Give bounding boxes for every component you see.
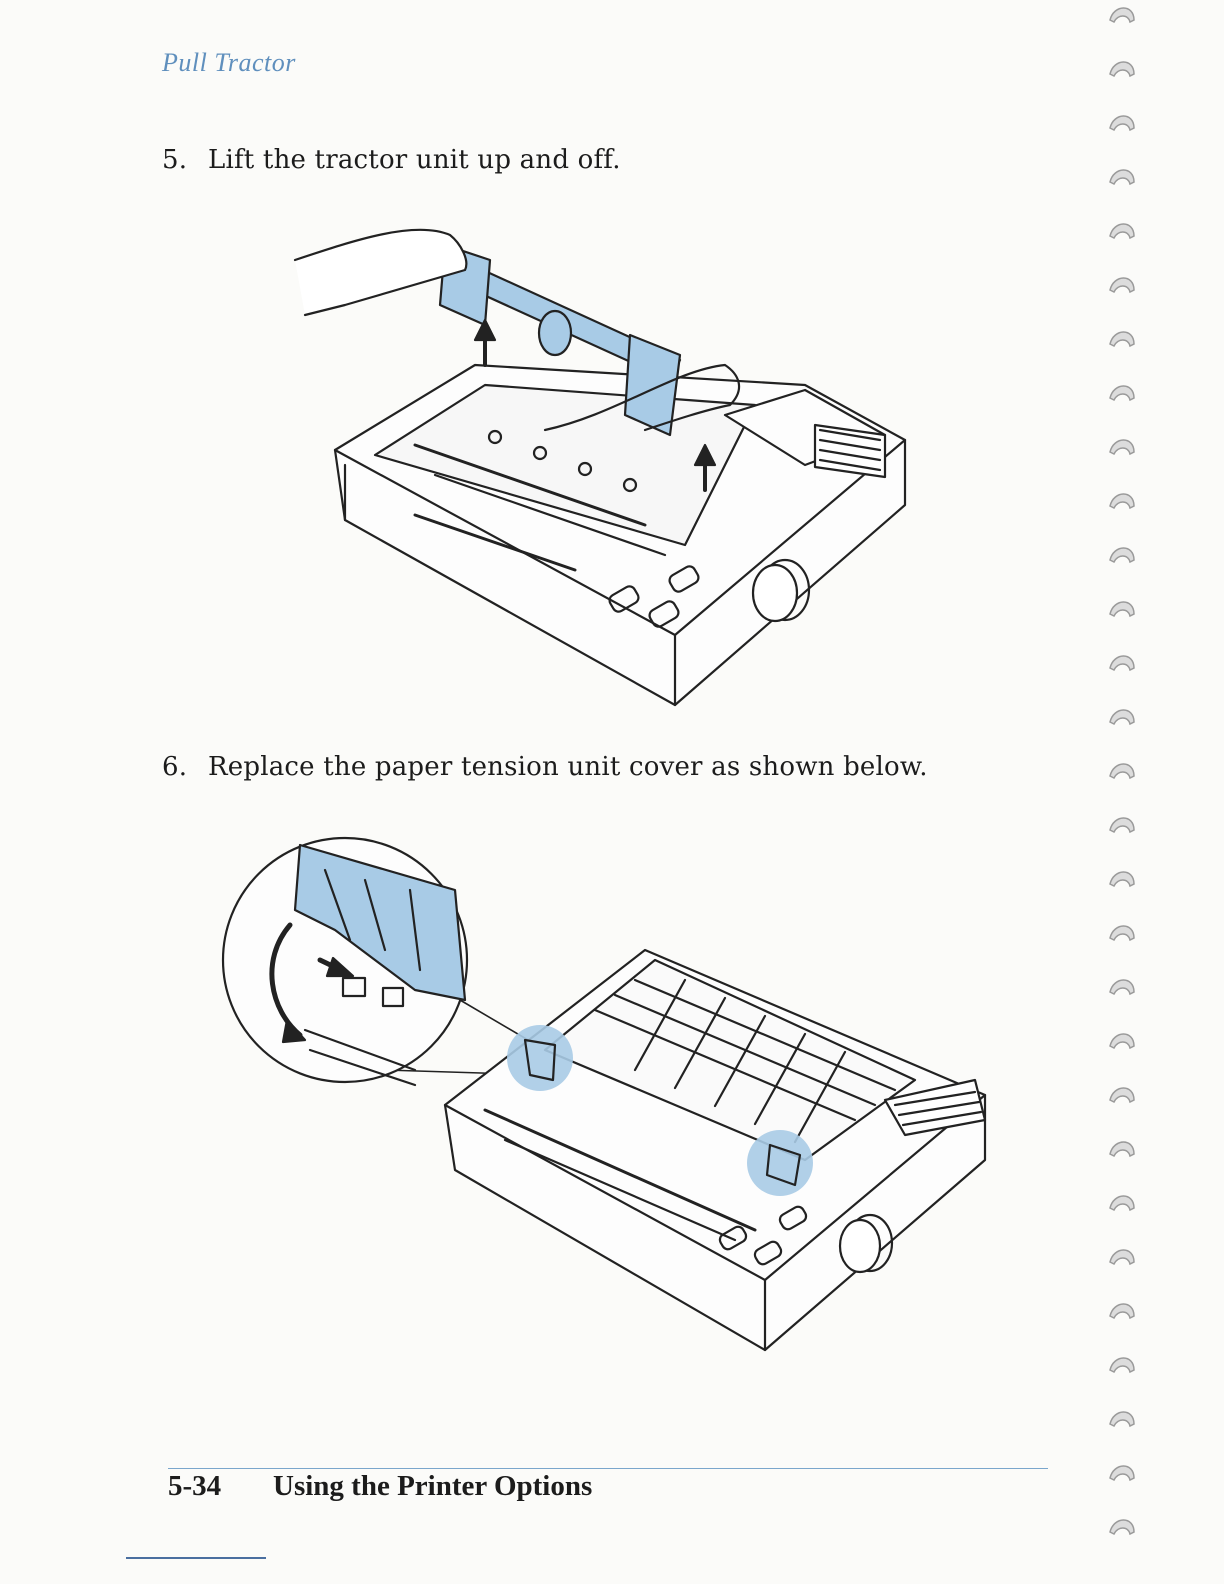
figure-replace-cover	[215, 830, 1015, 1360]
step-number: 5.	[162, 145, 208, 175]
scan-mark	[126, 1557, 266, 1559]
step-6: 6.Replace the paper tension unit cover a…	[162, 752, 928, 782]
step-5: 5.Lift the tractor unit up and off.	[162, 145, 621, 175]
figure-lift-tractor	[285, 215, 925, 715]
footer-rule	[168, 1468, 1048, 1469]
step-number: 6.	[162, 752, 208, 782]
chapter-title: Using the Printer Options	[273, 1470, 592, 1502]
step-text: Lift the tractor unit up and off.	[208, 145, 621, 175]
page-number: 5-34	[168, 1470, 273, 1503]
spiral-binding	[1100, 0, 1160, 1584]
section-header: Pull Tractor	[162, 48, 296, 78]
step-text: Replace the paper tension unit cover as …	[208, 752, 928, 782]
